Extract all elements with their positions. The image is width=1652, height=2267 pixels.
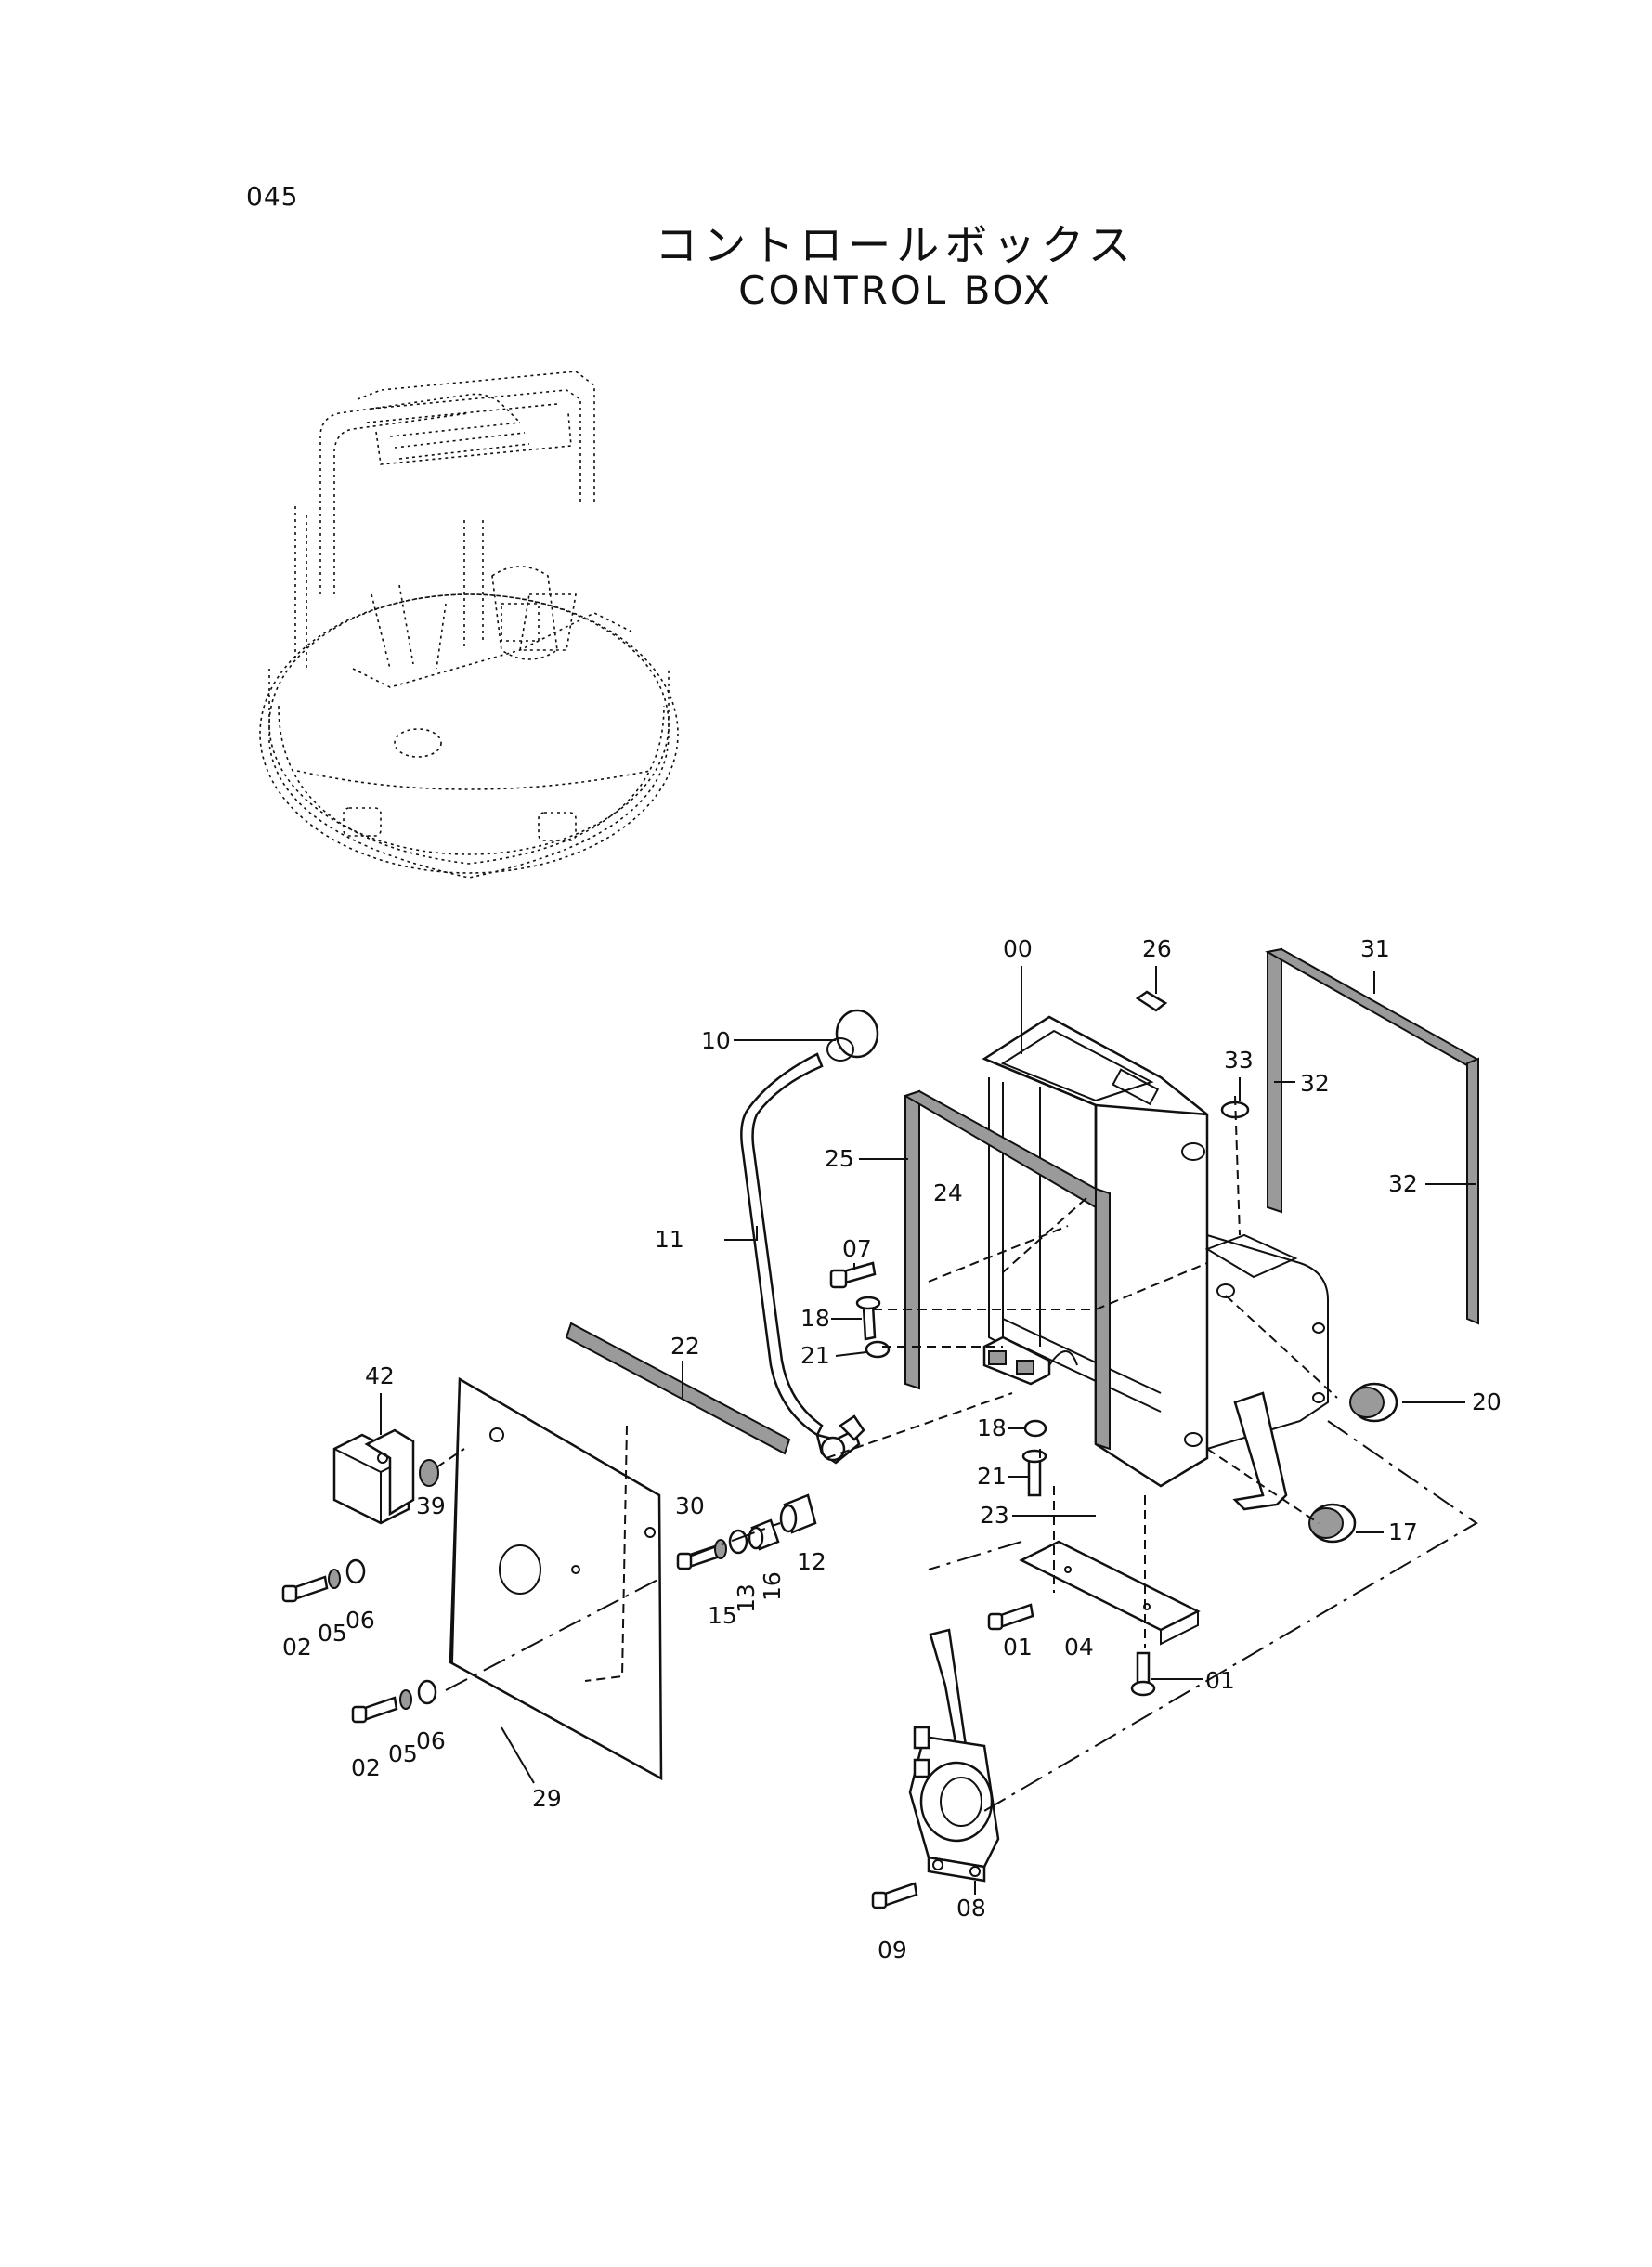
callout-21b: 21: [977, 1463, 1007, 1490]
callout-00: 00: [1003, 935, 1033, 962]
callout-23: 23: [980, 1502, 1009, 1529]
callout-11: 11: [655, 1226, 684, 1253]
callout-06b: 06: [416, 1727, 446, 1754]
knob-10: [826, 1009, 879, 1062]
callout-32b: 32: [1388, 1170, 1418, 1197]
callout-labels: 00 26 31 33 32 32 10 25 24 07 11 18 21 2…: [282, 935, 1502, 1963]
seal-strip-24: [903, 1089, 1111, 1451]
callout-06a: 06: [345, 1607, 375, 1634]
callout-08: 08: [956, 1895, 986, 1922]
callout-17: 17: [1388, 1518, 1418, 1545]
machine-overview-illustration: [259, 371, 679, 879]
callout-10: 10: [701, 1027, 731, 1054]
part-42: [332, 1428, 415, 1525]
hardware-parts: [281, 1261, 1398, 1909]
callout-39: 39: [416, 1492, 446, 1519]
callout-26: 26: [1142, 935, 1172, 962]
page-number: 045: [246, 181, 299, 212]
callout-01b: 01: [1205, 1667, 1235, 1694]
callout-30: 30: [675, 1492, 705, 1519]
plate-04: [1019, 1540, 1201, 1646]
title-japanese: コントロールボックス: [655, 220, 1137, 270]
callout-22: 22: [670, 1333, 700, 1360]
callout-05b: 05: [388, 1740, 418, 1767]
callout-04: 04: [1064, 1634, 1094, 1661]
callout-32a: 32: [1300, 1070, 1330, 1097]
callout-20: 20: [1472, 1388, 1502, 1415]
callout-02b: 02: [351, 1754, 381, 1781]
callout-15: 15: [708, 1602, 737, 1629]
callout-33: 33: [1224, 1047, 1254, 1074]
callout-18a: 18: [800, 1305, 830, 1332]
throttle-lever-08: [908, 1628, 1000, 1883]
callout-13: 13: [733, 1583, 760, 1613]
part-39: [419, 1459, 439, 1487]
callout-42: 42: [365, 1362, 395, 1389]
callout-18b: 18: [977, 1414, 1007, 1441]
callout-21a: 21: [800, 1342, 830, 1369]
callout-09: 09: [878, 1936, 907, 1963]
cover-plate-29: [449, 1376, 663, 1781]
callout-02a: 02: [282, 1634, 312, 1661]
callout-07: 07: [842, 1235, 872, 1262]
callout-29: 29: [532, 1785, 562, 1812]
lever-11: [740, 1052, 865, 1465]
title-english: CONTROL BOX: [738, 267, 1053, 313]
callout-01a: 01: [1003, 1634, 1033, 1661]
leader-lines: [380, 966, 1478, 1895]
callout-25: 25: [825, 1145, 854, 1172]
callout-31: 31: [1360, 935, 1390, 962]
callout-12: 12: [797, 1548, 826, 1575]
seal-strip-31: [1265, 947, 1479, 1325]
callout-05a: 05: [318, 1620, 347, 1647]
callout-24: 24: [933, 1179, 963, 1206]
seal-strip-22: [565, 1322, 791, 1455]
part-26: [1135, 990, 1168, 1012]
callout-16: 16: [759, 1571, 786, 1601]
